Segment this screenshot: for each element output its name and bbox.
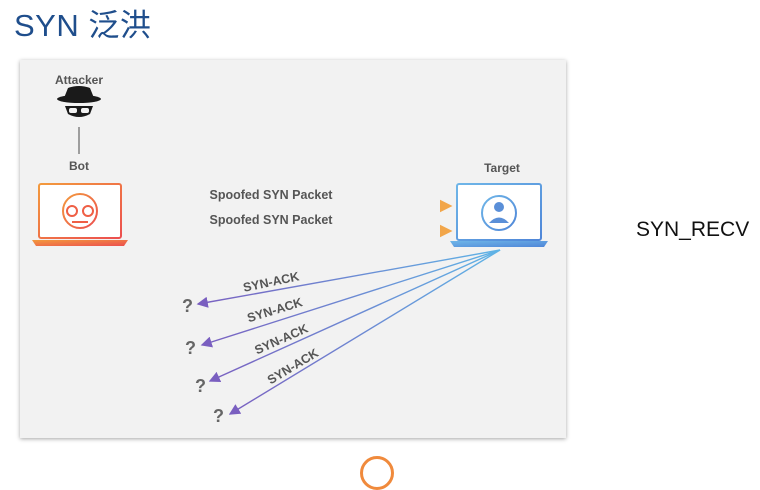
bot-label: Bot xyxy=(69,159,89,173)
target-label: Target xyxy=(484,161,520,175)
syn-ack-arrow-1 xyxy=(196,249,501,308)
attacker-label: Attacker xyxy=(55,73,103,87)
syn-flood-diagram: Attacker Bot Target xyxy=(32,73,548,426)
syn-ack-arrow-3 xyxy=(208,249,501,383)
unknown-host-mark-4: ? xyxy=(213,406,224,426)
bot-laptop-icon xyxy=(32,183,128,246)
partial-circle-icon xyxy=(360,456,394,490)
syn-ack-arrow-2 xyxy=(200,249,501,348)
syn-ack-arrow-4 xyxy=(228,249,501,415)
syn-packet-label-1: Spoofed SYN Packet xyxy=(210,188,334,202)
unknown-host-mark-2: ? xyxy=(185,338,196,358)
unknown-host-mark-1: ? xyxy=(182,296,193,316)
syn-ack-label-2: SYN-ACK xyxy=(246,295,305,325)
unknown-host-mark-3: ? xyxy=(195,376,206,396)
attacker-hat-icon xyxy=(57,86,101,117)
syn-recv-state-label: SYN_RECV xyxy=(636,218,750,241)
target-laptop-icon xyxy=(450,183,548,247)
slide-title: SYN 泛洪 xyxy=(14,8,152,43)
syn-packet-label-2: Spoofed SYN Packet xyxy=(210,213,334,227)
diagram-panel: Attacker Bot Target xyxy=(20,60,566,438)
